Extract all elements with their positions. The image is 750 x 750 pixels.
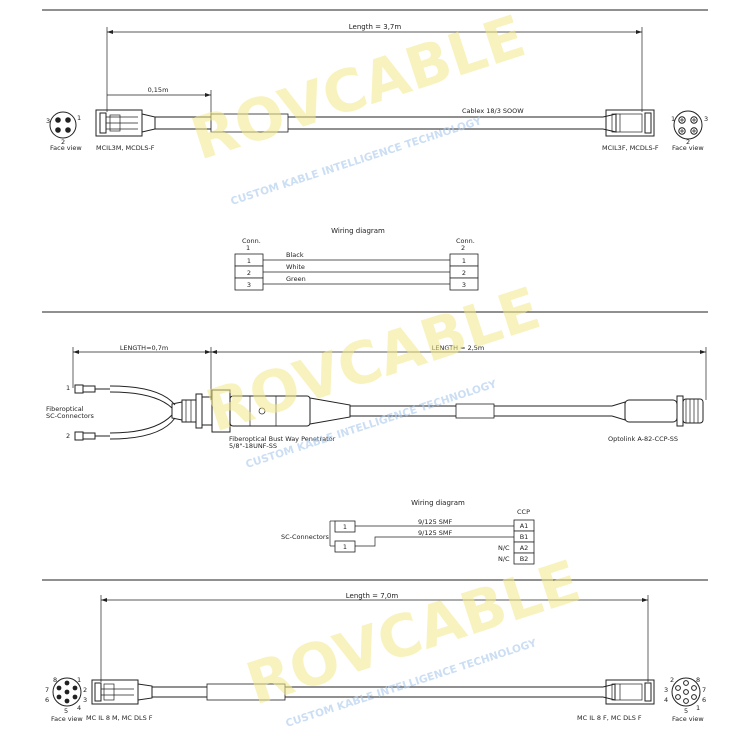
svg-text:3: 3 [664,686,668,694]
svg-text:7: 7 [45,686,49,694]
svg-text:B2: B2 [520,555,529,563]
svg-text:5: 5 [684,707,688,715]
right-connector: MCIL3F, MCDLS-F [602,109,659,152]
svg-text:1: 1 [77,676,81,684]
svg-text:3: 3 [247,281,251,289]
wiring-diagram-1: Wiring diagram Conn. 1 Conn. 2 1 2 3 1 2… [234,227,479,291]
section-1-cable: Length = 3,7m 0,15m 3 1 2 Face view MCI [46,23,708,291]
svg-text:1: 1 [462,257,466,265]
penetrator-label-2: 5/8"-18UNF-SS [229,442,277,450]
fiber-label-1: Fiberoptical [46,405,84,413]
left-connector-3: MC IL 8 M, MC DLS F [86,679,153,722]
face-view-label-3: Face view [51,715,83,723]
section-2-fiber: LENGTH=0,7m LENGTH = 2,5m 1 2 Fiberoptic… [46,344,707,565]
svg-text:7: 7 [702,686,706,694]
svg-text:1: 1 [66,384,70,392]
watermark-1: ROVCABLE CUSTOM KABLE INTELLIGENCE TECHN… [183,2,533,208]
svg-text:Conn.: Conn. [242,237,261,245]
svg-text:1: 1 [246,244,250,252]
svg-text:1: 1 [343,523,347,531]
penetrator: Fiberoptical Bust Way Penetrator 5/8"-18… [171,389,351,450]
penetrator-label-1: Fiberoptical Bust Way Penetrator [229,435,336,443]
svg-text:9/125 SMF: 9/125 SMF [418,518,453,526]
svg-text:White: White [286,263,305,271]
watermark-3: ROVCABLE CUSTOM KABLE INTELLIGENCE TECHN… [238,547,588,730]
right-face-view: 1 3 2 Face view [671,110,708,152]
svg-text:2: 2 [670,676,674,684]
right-length-label: LENGTH = 2,5m [432,344,485,352]
svg-text:N/C: N/C [498,555,510,563]
svg-text:1: 1 [77,114,81,122]
svg-text:CCP: CCP [517,508,530,516]
length-label: Length = 3,7m [349,23,402,31]
svg-text:2: 2 [686,138,690,146]
svg-text:8: 8 [696,676,700,684]
svg-text:3: 3 [704,115,708,123]
optolink-connector: Optolink A-82-CCP-SS [608,395,704,443]
length-label-3: Length = 7,0m [346,592,399,600]
face-view-label-3r: Face view [672,715,704,723]
svg-text:5: 5 [64,707,68,715]
svg-text:B1: B1 [520,533,529,541]
svg-text:ROVCABLE: ROVCABLE [238,547,588,718]
right-connector-label: MCIL3F, MCDLS-F [602,144,659,152]
svg-text:Conn.: Conn. [456,237,475,245]
sc-connector-1: 1 [66,384,176,409]
svg-text:9/125 SMF: 9/125 SMF [418,529,453,537]
svg-text:4: 4 [664,696,668,704]
svg-text:6: 6 [702,696,706,704]
svg-text:N/C: N/C [498,544,510,552]
face-view-label: Face view [50,144,82,152]
svg-text:2: 2 [83,686,87,694]
svg-text:6: 6 [45,696,49,704]
wiring-diagram-2: Wiring diagram CCP SC-Connectors 1 1 A1 … [281,499,535,565]
left-connector-label: MCIL3M, MCDLS-F [96,144,155,152]
sc-connector-2: 2 [66,414,176,441]
face-view-label-right: Face view [672,144,704,152]
svg-text:2: 2 [462,269,466,277]
left-face-view: 3 1 2 Face view [46,111,82,152]
svg-text:1: 1 [696,704,700,712]
svg-text:2: 2 [61,138,65,146]
svg-text:3: 3 [462,281,466,289]
wiring-title-2: Wiring diagram [411,499,465,507]
svg-text:8: 8 [53,676,57,684]
left-connector: MCIL3M, MCDLS-F [95,109,156,152]
right-face-view-8pin: 2 8 3 7 4 6 5 1 Face view [664,676,706,723]
svg-text:1: 1 [343,543,347,551]
svg-text:A1: A1 [520,522,529,530]
section-3-cable: Length = 7,0m 8 1 7 6 2 3 5 4 Face view [45,592,706,723]
svg-text:2: 2 [461,244,465,252]
svg-text:A2: A2 [520,544,529,552]
svg-text:2: 2 [66,432,70,440]
left-face-view-8pin: 8 1 7 6 2 3 5 4 Face view [45,676,87,723]
right-connector-label-3: MC IL 8 F, MC DLS F [577,714,642,722]
sc-connectors-label: SC-Connectors [281,533,330,541]
fiber-label-2: SC-Connectors [46,412,95,420]
left-connector-label-3: MC IL 8 M, MC DLS F [86,714,153,722]
svg-text:1: 1 [671,115,675,123]
left-length-label: LENGTH=0,7m [120,344,168,352]
svg-text:4: 4 [77,704,81,712]
wiring-title: Wiring diagram [331,227,385,235]
svg-text:2: 2 [247,269,251,277]
right-connector-3: MC IL 8 F, MC DLS F [577,679,655,722]
short-length-label: 0,15m [148,86,169,94]
svg-text:Green: Green [286,275,306,283]
optolink-label: Optolink A-82-CCP-SS [608,435,678,443]
svg-text:3: 3 [46,117,50,125]
svg-text:Black: Black [286,251,304,259]
svg-text:3: 3 [83,696,87,704]
cable-label: Cablex 18/3 SOOW [462,107,524,115]
svg-text:1: 1 [247,257,251,265]
